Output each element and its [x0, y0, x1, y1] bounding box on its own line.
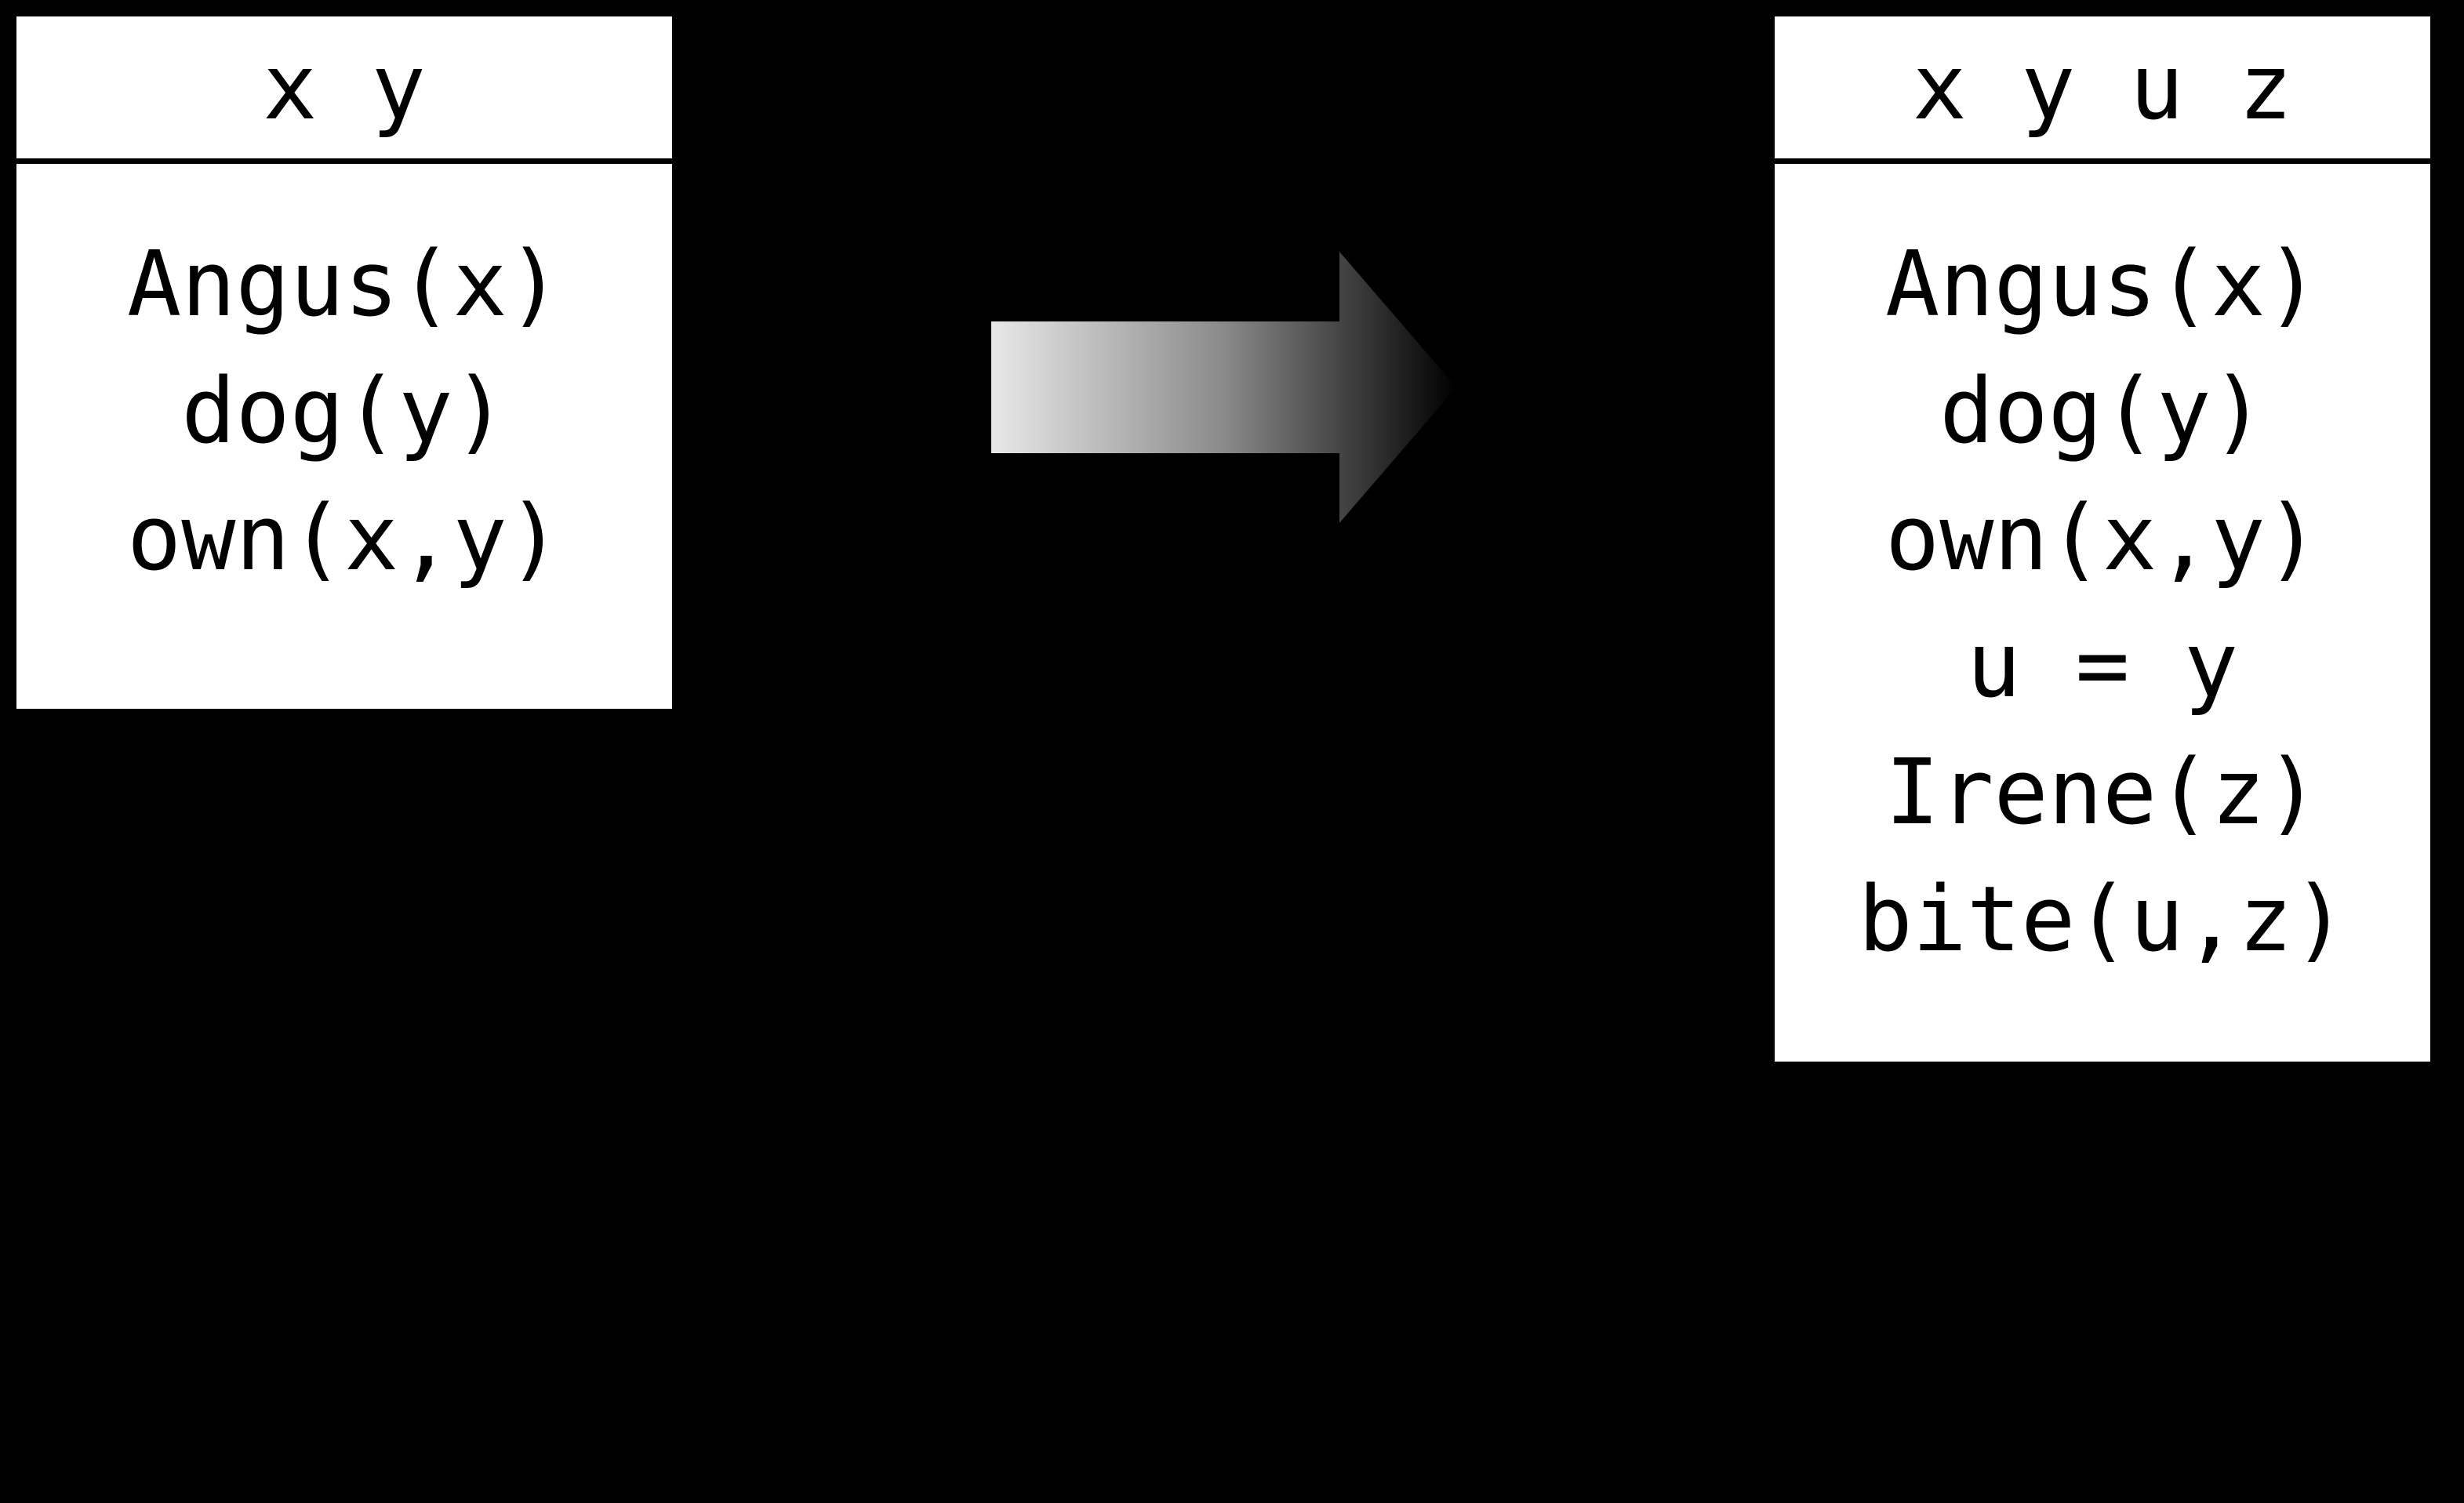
drs-condition: u = y	[1966, 613, 2239, 718]
drs-condition: own(x,y)	[127, 486, 561, 591]
drs-box-right: x y u z Angus(x) dog(y) own(x,y) u = y I…	[1775, 16, 2430, 1062]
right-arrow-icon	[991, 252, 1456, 523]
drs-box-left: x y Angus(x) dog(y) own(x,y)	[16, 16, 672, 709]
drs-conditions-right: Angus(x) dog(y) own(x,y) u = y Irene(z) …	[1775, 164, 2430, 983]
drs-condition: own(x,y)	[1885, 486, 2320, 591]
drs-conditions-left: Angus(x) dog(y) own(x,y)	[16, 164, 672, 602]
drs-condition: bite(u,z)	[1858, 867, 2347, 972]
drs-universe-left: x y	[16, 16, 672, 164]
drs-condition: Angus(x)	[1885, 232, 2320, 337]
drs-condition: Angus(x)	[127, 232, 561, 337]
drs-condition: Irene(z)	[1885, 740, 2320, 845]
drs-condition: dog(y)	[1939, 359, 2266, 464]
drs-universe-right: x y u z	[1775, 16, 2430, 164]
drs-condition: dog(y)	[181, 359, 507, 464]
